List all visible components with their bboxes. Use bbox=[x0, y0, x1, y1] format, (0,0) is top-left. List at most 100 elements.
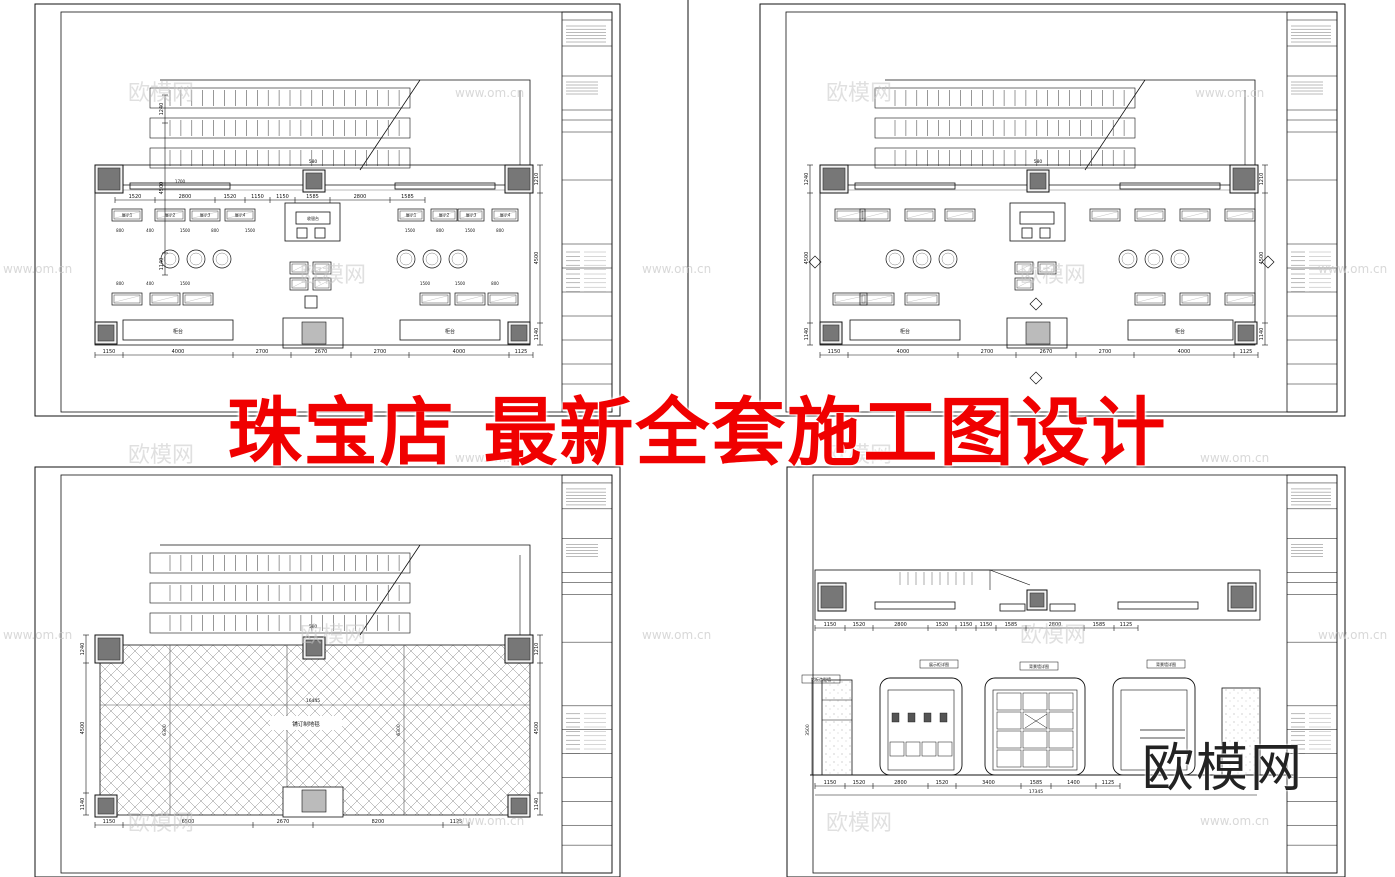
dim-label: 2700 bbox=[374, 349, 387, 355]
section-marker bbox=[1029, 371, 1043, 385]
dim-label: 6300 bbox=[396, 724, 402, 736]
escalator-lane bbox=[149, 552, 411, 574]
top-rail bbox=[394, 182, 496, 190]
display-case bbox=[1089, 208, 1121, 222]
dim-label: 1140 bbox=[159, 258, 165, 271]
display-case: 展示4 bbox=[224, 208, 256, 222]
watermark-logo: 欧模网 bbox=[300, 623, 366, 648]
dim-label: 17345 bbox=[1029, 789, 1043, 795]
top-rail bbox=[874, 601, 956, 610]
plan-strip bbox=[814, 569, 1261, 621]
column-core bbox=[507, 167, 531, 191]
watermark-url: www.om.cn bbox=[642, 262, 711, 276]
dim-label: 1150 bbox=[824, 780, 837, 786]
stand-outer bbox=[1144, 249, 1164, 269]
dim-label: 4500 bbox=[804, 252, 810, 265]
panel bbox=[1048, 692, 1074, 711]
stone-pillar bbox=[1221, 687, 1261, 776]
round-stand bbox=[396, 249, 416, 269]
case-inner bbox=[1091, 210, 1119, 220]
ornament bbox=[923, 712, 932, 723]
case-outer bbox=[189, 208, 221, 222]
column-core bbox=[510, 324, 528, 342]
round-stand bbox=[212, 249, 232, 269]
case-outer bbox=[832, 292, 868, 306]
round-stand bbox=[938, 249, 958, 269]
column-core bbox=[1230, 585, 1254, 609]
dim-label: 1150 bbox=[828, 349, 841, 355]
case-hatch bbox=[1227, 295, 1253, 303]
watermark-url: www.om.cn bbox=[455, 814, 524, 828]
case-hatch bbox=[157, 211, 183, 219]
display-case: 展示3 bbox=[189, 208, 221, 222]
counter bbox=[399, 319, 501, 341]
case-hatch bbox=[835, 295, 865, 303]
floor-mark bbox=[304, 295, 318, 309]
dim-label: 1150 bbox=[980, 622, 993, 628]
watermark-logo: 欧模网 bbox=[1020, 623, 1086, 648]
dim-label: 1125 bbox=[1102, 780, 1115, 786]
case-inner bbox=[1181, 210, 1209, 220]
dim-label: 1125 bbox=[1240, 349, 1253, 355]
case-hatch bbox=[315, 264, 329, 272]
stand-inner bbox=[888, 252, 902, 266]
case-outer bbox=[1179, 208, 1211, 222]
case-outer bbox=[457, 208, 485, 222]
case-hatch bbox=[292, 280, 306, 288]
sheet-border bbox=[34, 3, 621, 417]
case-hatch bbox=[1017, 264, 1031, 272]
column bbox=[1234, 321, 1258, 345]
cashier-desk bbox=[1019, 211, 1055, 225]
dim-label: 1500 bbox=[245, 228, 256, 233]
entrance-door bbox=[301, 789, 327, 813]
stand-outer bbox=[938, 249, 958, 269]
callout-box bbox=[919, 659, 959, 669]
case-outer bbox=[487, 292, 519, 306]
watermark-logo: 欧模网 bbox=[128, 443, 194, 468]
chair bbox=[1021, 227, 1033, 239]
watermark-url: www.om.cn bbox=[1318, 262, 1387, 276]
top-rail bbox=[999, 603, 1026, 612]
title-block bbox=[1286, 11, 1338, 413]
display-case bbox=[1134, 292, 1166, 306]
dim-label: 1585 bbox=[1030, 780, 1043, 786]
display-case bbox=[111, 292, 143, 306]
display-case: 展示4 bbox=[491, 208, 519, 222]
column-core bbox=[97, 167, 121, 191]
ornament bbox=[891, 712, 900, 723]
column-core bbox=[822, 324, 840, 342]
drawer bbox=[905, 741, 921, 757]
title-block bbox=[561, 474, 613, 874]
column-core bbox=[305, 172, 323, 190]
case-hatch bbox=[292, 264, 306, 272]
case-outer bbox=[1089, 208, 1121, 222]
dim-label: 4500 bbox=[534, 252, 540, 265]
case-inner bbox=[314, 263, 330, 273]
case-outer bbox=[312, 277, 332, 291]
stand-inner bbox=[215, 252, 229, 266]
top-rail bbox=[1049, 603, 1076, 612]
column-core bbox=[97, 637, 121, 661]
counter bbox=[1127, 319, 1234, 341]
top-rail bbox=[129, 182, 231, 190]
dim-label: 800 bbox=[436, 228, 444, 233]
stand-outer bbox=[448, 249, 468, 269]
dim-label: 1585 bbox=[1005, 622, 1018, 628]
watermark-logo: 欧模网 bbox=[1020, 263, 1086, 288]
escalator-lane bbox=[149, 612, 411, 634]
stand-outer bbox=[396, 249, 416, 269]
dim-label: 1500 bbox=[180, 281, 191, 286]
case-outer bbox=[454, 292, 486, 306]
case-hatch bbox=[152, 295, 178, 303]
case-outer bbox=[834, 208, 866, 222]
section-marker bbox=[808, 255, 822, 269]
column bbox=[819, 164, 849, 194]
dim-label: 2670 bbox=[277, 819, 290, 825]
round-stand bbox=[1170, 249, 1190, 269]
dim-label: 2700 bbox=[1099, 349, 1112, 355]
stand-outer bbox=[885, 249, 905, 269]
dim-label: 1150 bbox=[103, 349, 116, 355]
display-case bbox=[1179, 208, 1211, 222]
column bbox=[302, 636, 326, 660]
